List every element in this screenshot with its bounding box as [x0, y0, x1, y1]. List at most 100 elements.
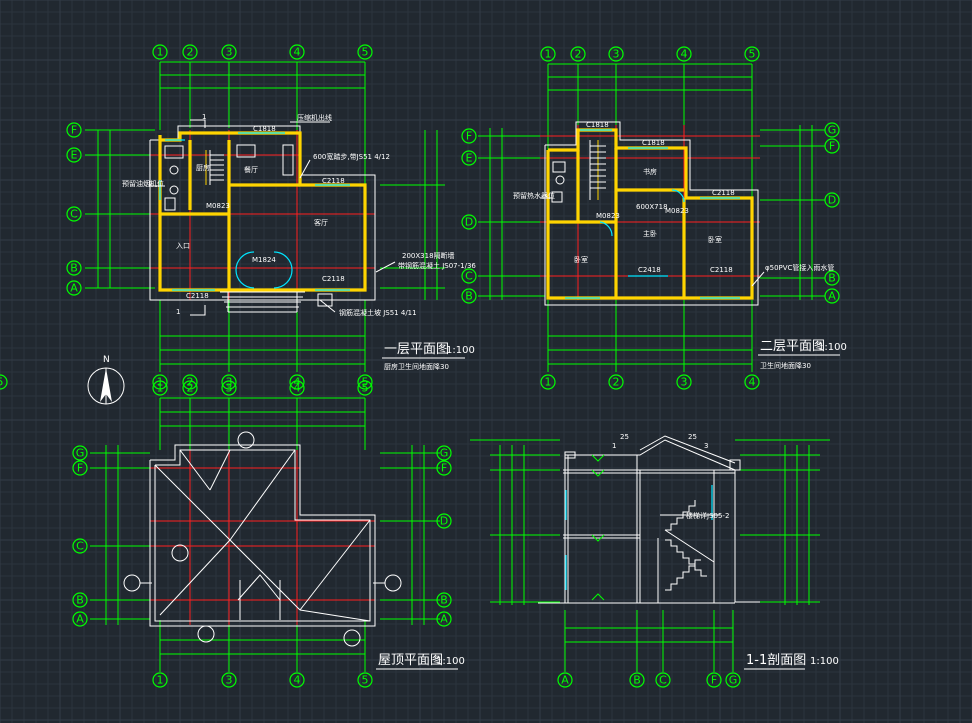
roof-eave-inner: [154, 449, 371, 622]
axis-bubble-g: G: [725, 672, 741, 688]
floor2-windows: [565, 129, 740, 299]
floor1-tag-c1: C1818: [253, 125, 276, 133]
axis-bubble-4: 4: [744, 374, 760, 390]
floor1-note-6: 预留油烟机位: [122, 179, 164, 188]
axis-bubble-label: A: [76, 613, 84, 626]
floor2-tag-c2: C1818: [642, 139, 665, 147]
section-dimension-lines: [470, 439, 830, 672]
axis-bubble-label: 2: [187, 46, 194, 59]
axis-bubble-c: C: [72, 538, 88, 554]
floor1-leader-lines: [150, 121, 396, 313]
axis-bubble-label: E: [71, 149, 78, 162]
axis-bubble-4: 4: [676, 46, 692, 62]
floor2-tag-c3: C2118: [712, 189, 735, 197]
floor2-room-3: 书房: [643, 167, 657, 176]
axis-bubble-label: 1: [157, 46, 164, 59]
floor2-slab-outline: [544, 121, 759, 306]
floor2-doors: [599, 189, 685, 237]
axis-bubble-3: 3: [221, 374, 237, 390]
axis-bubble-f: F: [824, 138, 840, 154]
roof-ridge-hip-lines: [154, 449, 371, 622]
floor2-plan[interactable]: C1818 C1818 C2118 C2418 C2118 M0823 M082…: [0, 46, 847, 390]
axis-bubble-label: B: [440, 594, 448, 607]
axis-bubble-3: 3: [676, 374, 692, 390]
axis-bubble-label: C: [76, 540, 84, 553]
axis-bubble-label: A: [440, 613, 448, 626]
axis-bubble-d: D: [436, 513, 452, 529]
axis-bubble-e: E: [461, 150, 477, 166]
axis-bubble-1: 1: [152, 374, 168, 390]
axis-bubble-g: G: [824, 122, 840, 138]
axis-bubble-4: 4: [289, 672, 305, 688]
axis-bubble-c: C: [461, 268, 477, 284]
axis-bubble-label: 5: [362, 382, 369, 395]
floor2-axis-bubbles-bottom: 12 3 4 5: [0, 374, 760, 390]
axis-bubble-1: 1: [152, 380, 168, 396]
axis-bubble-label: A: [561, 674, 569, 687]
axis-bubble-4: 4: [289, 374, 305, 390]
axis-bubble-4: 4: [289, 380, 305, 396]
axis-bubble-label: B: [633, 674, 641, 687]
axis-bubble-b: B: [436, 592, 452, 608]
axis-bubble-g: G: [72, 445, 88, 461]
axis-bubble-label: 4: [294, 382, 301, 395]
axis-bubble-label: 4: [294, 376, 301, 389]
axis-bubble-label: 4: [294, 674, 301, 687]
axis-bubble-g: G: [436, 445, 452, 461]
axis-bubble-label: 3: [613, 48, 620, 61]
section-slope-tag-2: 3: [704, 442, 708, 450]
axis-bubble-b: B: [461, 288, 477, 304]
axis-bubble-4: 4: [289, 44, 305, 60]
section-title: 1-1剖面图: [746, 653, 806, 668]
axis-bubble-label: B: [70, 262, 78, 275]
floor2-tag-m2: M0823: [665, 207, 689, 215]
axis-bubble-2: 2: [182, 44, 198, 60]
axis-bubble-label: G: [440, 447, 449, 460]
floor2-note-2: 600X718: [636, 203, 668, 211]
axis-bubble-a: A: [436, 611, 452, 627]
axis-bubble-label: B: [76, 594, 84, 607]
axis-bubble-label: D: [440, 515, 448, 528]
floor2-dimension-lines: [478, 63, 825, 372]
section-slope-right: 25: [688, 433, 697, 441]
axis-bubble-label: D: [465, 216, 473, 229]
axis-bubble-label: D: [828, 194, 836, 207]
axis-bubble-c: C: [66, 206, 82, 222]
floor1-stair: [209, 150, 224, 185]
axis-bubble-2: 2: [182, 374, 198, 390]
axis-bubble-label: 5: [0, 376, 4, 389]
axis-bubble-label: 1: [545, 48, 552, 61]
axis-bubble-label: 1: [157, 382, 164, 395]
axis-bubble-label: 3: [681, 376, 688, 389]
floor1-section-cut-marks: [190, 119, 206, 316]
axis-bubble-5: 5: [357, 44, 373, 60]
axis-bubble-label: 3: [226, 382, 233, 395]
roof-eave-outline: [149, 444, 376, 627]
section-building-outline: [538, 435, 760, 604]
floor2-tag-c4: C2418: [638, 266, 661, 274]
axis-bubble-label: 5: [362, 46, 369, 59]
axis-bubble-3: 3: [608, 46, 624, 62]
floor1-title: 一层平面图: [384, 342, 449, 357]
axis-bubble-label: A: [70, 282, 78, 295]
axis-bubble-label: B: [465, 290, 473, 303]
floor1-cut-label-bottom: 1: [176, 308, 180, 316]
axis-bubble-3: 3: [221, 44, 237, 60]
floor2-note-1: 预留热水器位: [513, 191, 555, 200]
floor1-axis-bubbles-top: 1 2 3 4 5: [152, 44, 373, 60]
axis-bubble-label: 4: [749, 376, 756, 389]
floor1-note-3: 200X318隔断墙: [402, 251, 455, 260]
floor1-plan[interactable]: 1 1 C1818 C2118 C2118 C2118 M0823 M1824 …: [66, 44, 476, 390]
axis-bubble-label: 1: [157, 674, 164, 687]
axis-bubble-label: F: [77, 462, 83, 475]
axis-bubble-1: 1: [540, 46, 556, 62]
